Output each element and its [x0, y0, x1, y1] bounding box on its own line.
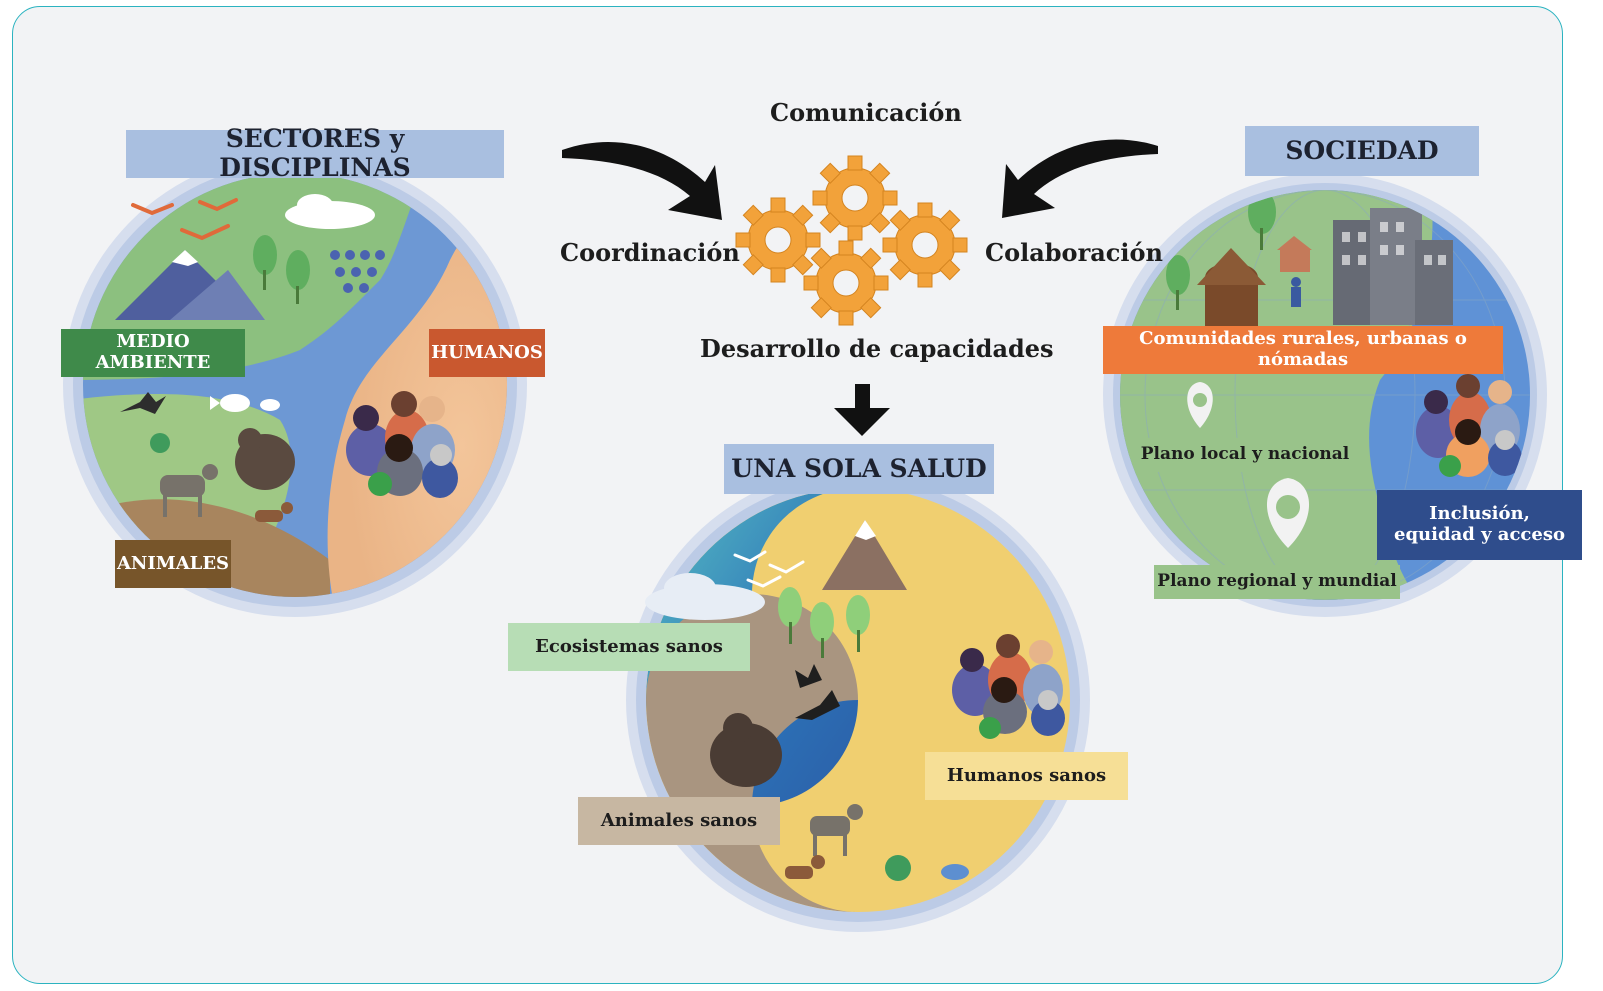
label-collaboration: Colaboración: [985, 238, 1163, 267]
right-title: SOCIEDAD: [1245, 126, 1479, 176]
label-animals: ANIMALES: [115, 540, 231, 588]
label-environment: MEDIO AMBIENTE: [61, 329, 245, 377]
label-inclusion: Inclusión, equidad y acceso: [1377, 490, 1582, 560]
label-regional-global: Plano regional y mundial: [1154, 565, 1400, 599]
bottom-globe: [626, 468, 1090, 932]
label-capacity-building: Desarrollo de capacidades: [700, 334, 1054, 363]
label-healthy-ecosystems: Ecosistemas sanos: [508, 623, 750, 671]
label-humans: HUMANOS: [429, 329, 545, 377]
label-healthy-humans: Humanos sanos: [925, 752, 1128, 800]
label-healthy-animals: Animales sanos: [578, 797, 780, 845]
label-communities: Comunidades rurales, urbanas o nómadas: [1103, 326, 1503, 374]
bottom-title: UNA SOLA SALUD: [724, 444, 994, 494]
label-coordination: Coordinación: [560, 238, 740, 267]
label-local-national: Plano local y nacional: [1140, 438, 1350, 472]
arrows: [562, 139, 1158, 436]
left-title: SECTORES y DISCIPLINAS: [126, 124, 504, 182]
label-communication: Comunicación: [770, 98, 962, 127]
gears: [735, 155, 968, 326]
